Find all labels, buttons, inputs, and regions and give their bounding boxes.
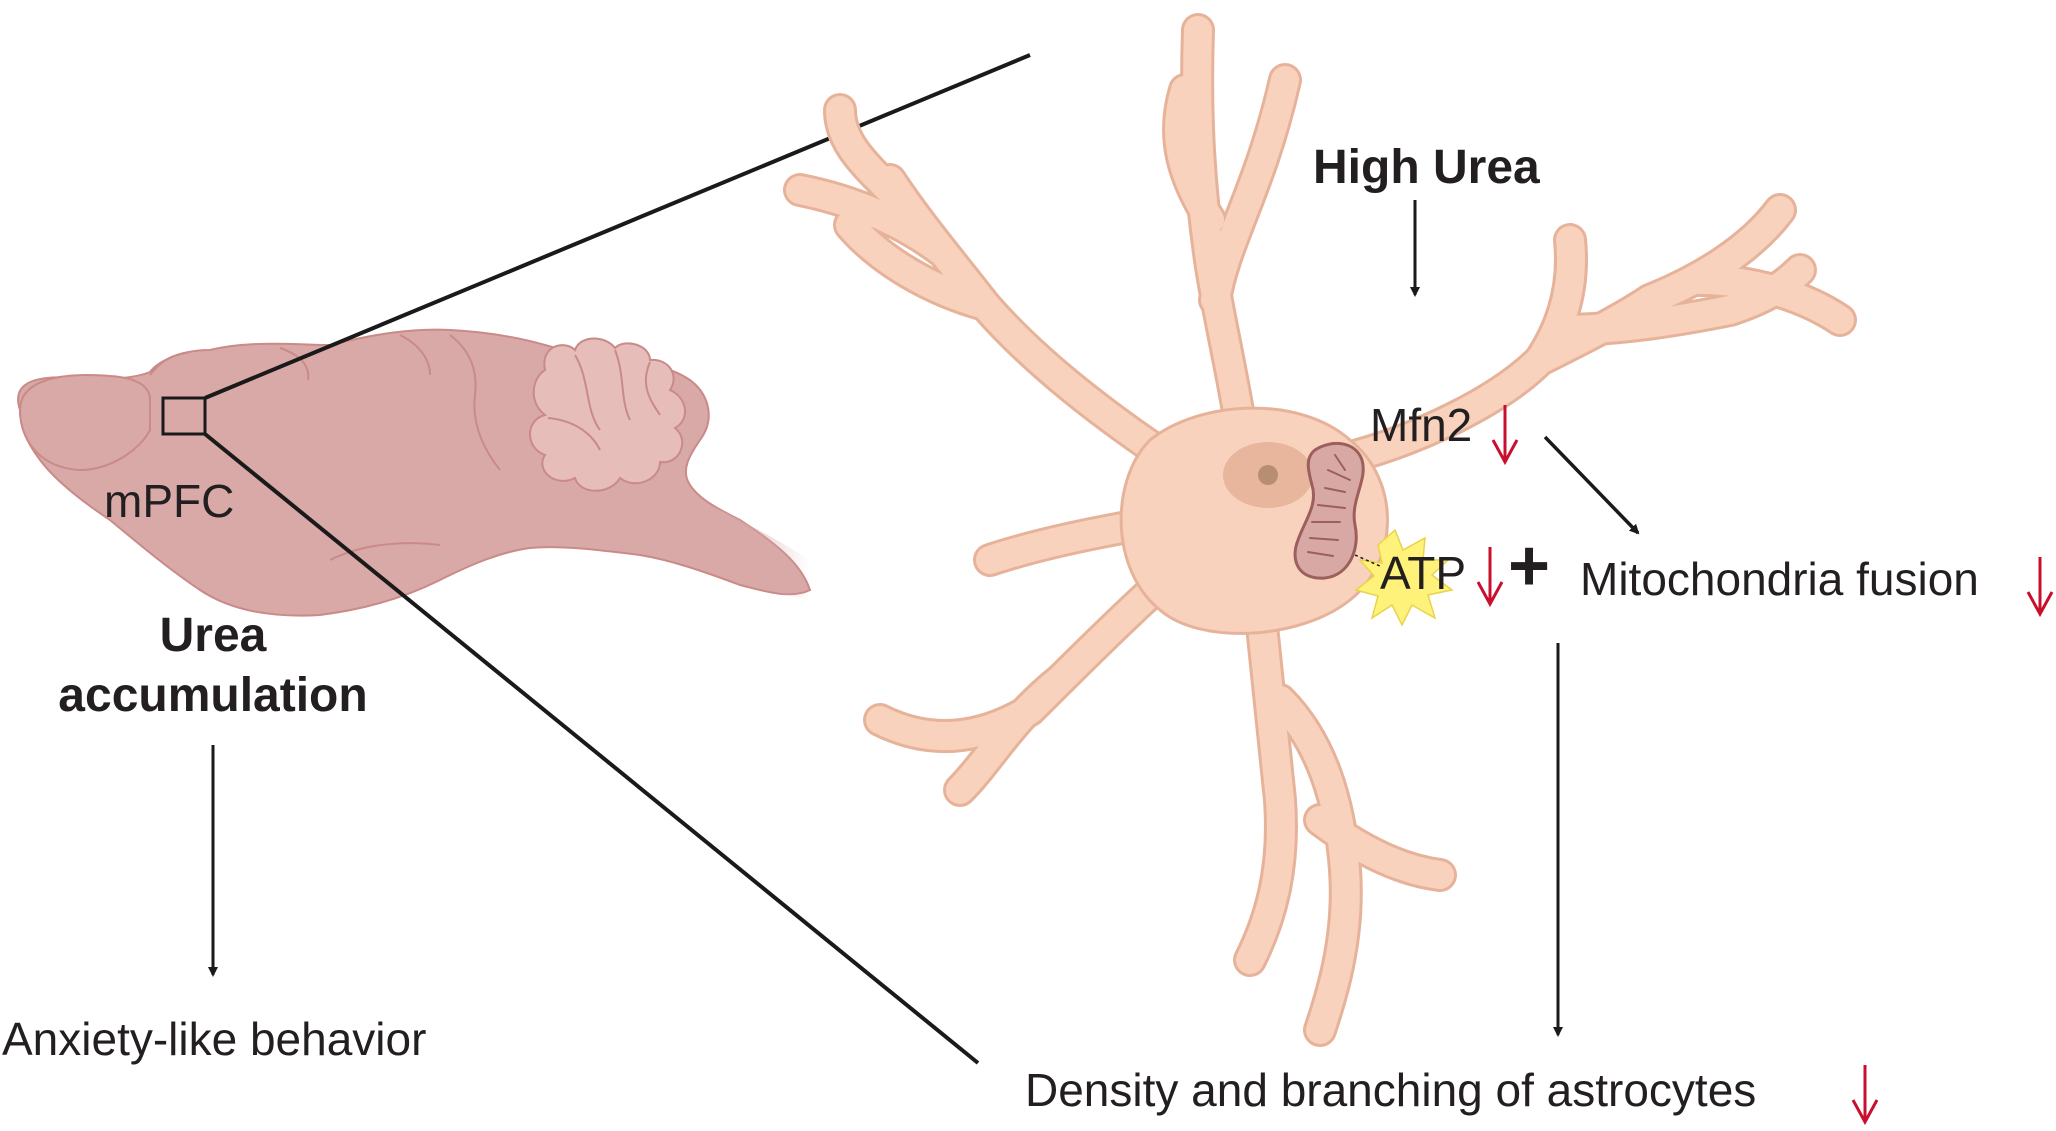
label-mpfc: mPFC xyxy=(104,475,235,527)
label-atp: ATP xyxy=(1380,547,1467,599)
arrow-mfn2-to-fusion xyxy=(1543,435,1640,535)
label-urea-accumulation-line1: Urea xyxy=(159,609,267,662)
label-behavior: Anxiety-like behavior xyxy=(2,1013,427,1065)
brain-body xyxy=(17,328,812,617)
olfactory-bulb xyxy=(18,374,151,472)
label-urea-accumulation-line2: accumulation xyxy=(58,669,368,722)
atp-burst-icon xyxy=(1354,528,1454,627)
red-down-arrow-icon xyxy=(2026,557,2054,618)
nucleolus xyxy=(1258,465,1278,485)
zoom-line-top xyxy=(204,53,1031,400)
label-high-urea: High Urea xyxy=(1313,141,1540,194)
red-down-arrow-icon xyxy=(1851,1065,1879,1126)
red-down-arrow-icon xyxy=(1491,405,1519,466)
label-mfn2: Mfn2 xyxy=(1370,399,1473,451)
red-down-arrow-icon xyxy=(1476,547,1504,608)
plus-icon: + xyxy=(1508,526,1551,606)
zoom-line-bottom xyxy=(203,432,980,1065)
label-mitochondria-fusion: Mitochondria fusion xyxy=(1580,553,1979,605)
mitochondrion xyxy=(1293,441,1365,580)
astrocyte-cell xyxy=(783,13,1857,1047)
cerebellum xyxy=(529,337,686,492)
mpfc-box xyxy=(161,396,207,436)
label-density-branching: Density and branching of astrocytes xyxy=(1025,1064,1757,1116)
brain-sagittal xyxy=(17,328,812,617)
